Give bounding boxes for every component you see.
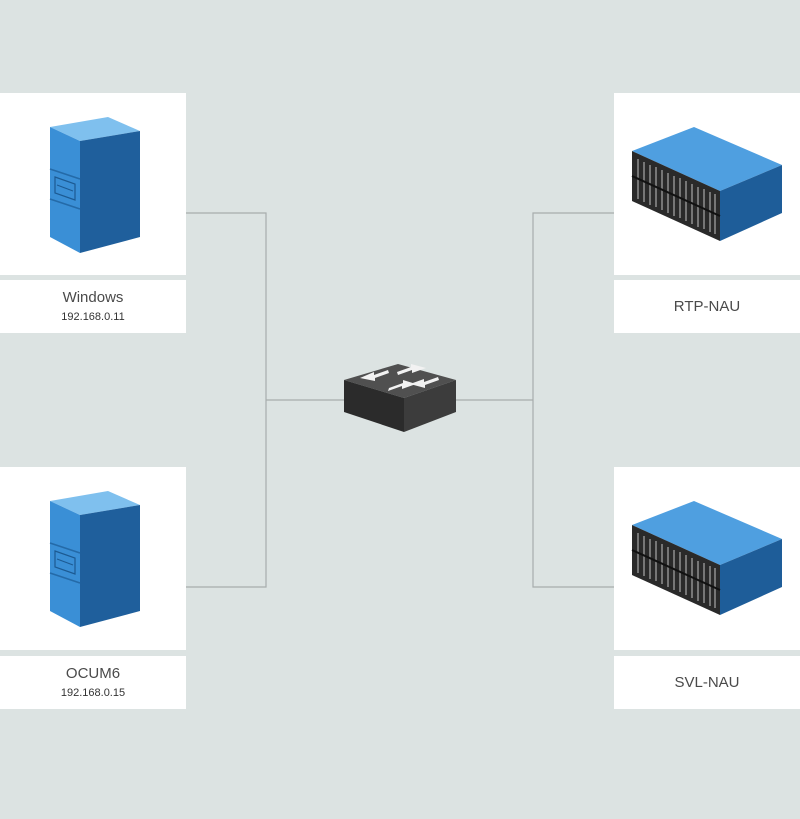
svl-nau-label: SVL-NAU	[614, 656, 800, 709]
storage-array-icon	[631, 501, 782, 615]
svl-nau-name: SVL-NAU	[674, 673, 740, 691]
storage-array-icon	[631, 127, 782, 241]
tower-server-icon	[49, 491, 140, 627]
windows-icon-panel	[0, 93, 186, 275]
connector-lines	[186, 212, 614, 588]
link-rtp-nau	[532, 212, 614, 400]
rtp-nau-name: RTP-NAU	[673, 297, 741, 315]
link-windows	[186, 212, 267, 400]
link-ocum6	[186, 400, 267, 588]
tower-server-icon	[49, 117, 140, 253]
ocum6-name: OCUM6	[65, 665, 121, 682]
ocum6-label: OCUM6 192.168.0.15	[0, 656, 186, 709]
windows-label: Windows 192.168.0.11	[0, 280, 186, 333]
ocum6-icon-panel	[0, 467, 186, 650]
rtp-nau-label: RTP-NAU	[614, 280, 800, 333]
windows-ip: 192.168.0.11	[61, 311, 125, 323]
windows-name: Windows	[62, 289, 124, 306]
svl-nau-icon-panel	[614, 467, 800, 650]
rtp-nau-icon-panel	[614, 93, 800, 275]
network-switch-icon	[344, 364, 456, 432]
ocum6-ip: 192.168.0.15	[60, 687, 126, 699]
link-svl-nau	[532, 400, 614, 588]
